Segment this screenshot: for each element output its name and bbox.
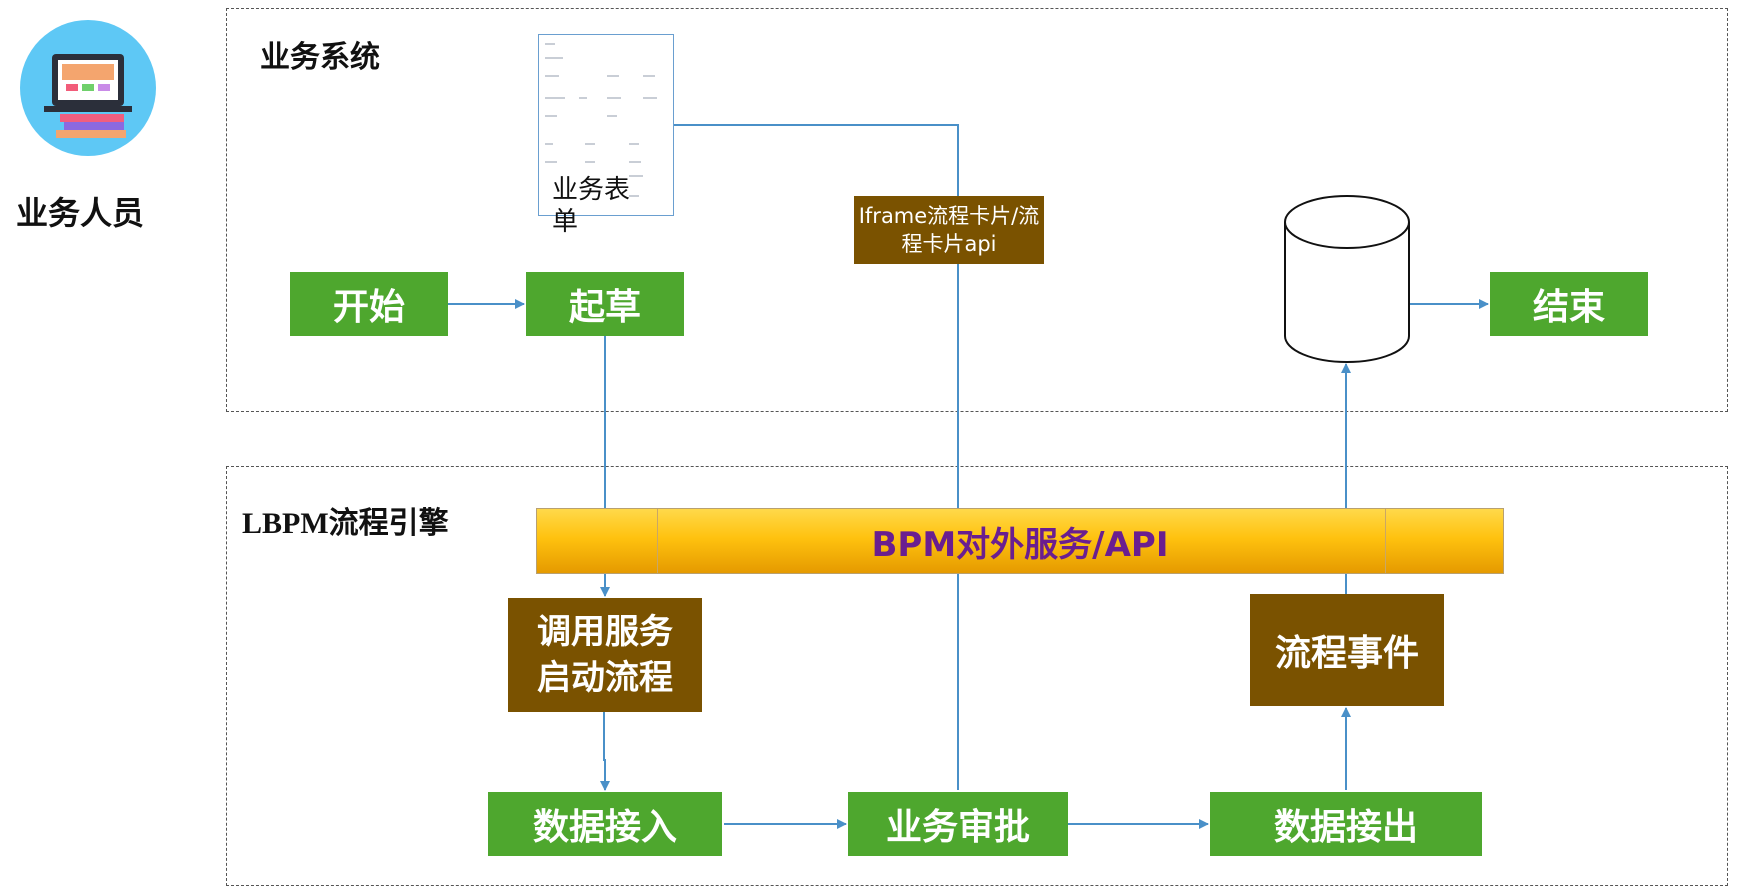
- actor-label: 业务人员: [16, 194, 145, 232]
- business-form-label: 业务表单: [552, 175, 631, 237]
- business-form-thumbnail: [538, 34, 674, 216]
- draft-node: 起草: [526, 272, 684, 336]
- invoke-service-label: 调用服务启动流程: [537, 612, 673, 698]
- iframe-process-card-node: Iframe流程卡片/流程卡片api: [854, 196, 1044, 264]
- end-node: 结束: [1490, 272, 1648, 336]
- data-in-node: 数据接入: [488, 792, 722, 856]
- start-node: 开始: [290, 272, 448, 336]
- database-cylinder-icon: [1282, 194, 1412, 366]
- data-out-node: 数据接出: [1210, 792, 1482, 856]
- invoke-service-node: 调用服务启动流程: [508, 598, 702, 712]
- business-system-region: [226, 8, 1728, 412]
- laptop-avatar-icon: [16, 16, 160, 160]
- engine-title: LBPM流程引擎: [242, 507, 449, 540]
- approval-node: 业务审批: [848, 792, 1068, 856]
- bpm-api-label: BPM对外服务/API: [871, 524, 1169, 565]
- process-event-node: 流程事件: [1250, 594, 1444, 706]
- arrow-invoke-to-datain: [600, 712, 610, 791]
- business-system-title: 业务系统: [260, 40, 380, 75]
- bpm-api-bar: BPM对外服务/API: [536, 508, 1504, 574]
